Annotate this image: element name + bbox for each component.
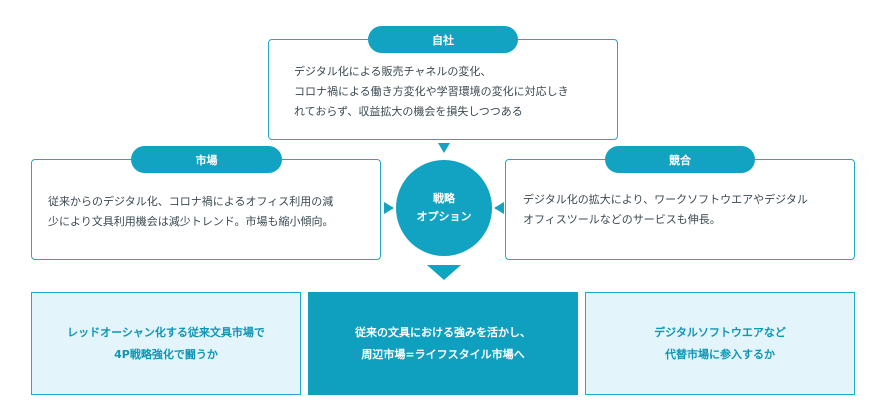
strategy-option-line1: 戦略	[433, 192, 455, 205]
arrow-right-from-market	[384, 202, 394, 214]
option-lifestyle-market: 従来の文具における強みを活かし、 周辺市場=ライフスタイル市場へ	[308, 292, 578, 395]
competitor-box: デジタル化の拡大により、ワークソフトウエアやデジタル オフィスツールなどのサービ…	[505, 159, 855, 260]
market-text: 従来からのデジタル化、コロナ禍によるオフィス利用の減 少により文具利用機会は減少…	[48, 195, 334, 228]
competitor-text: デジタル化の拡大により、ワークソフトウエアやデジタル オフィスツールなどのサービ…	[523, 193, 808, 226]
own-company-text: デジタル化による販売チャネルの変化、 コロナ禍による働き方変化や学習環境の変化に…	[294, 65, 569, 118]
strategy-option-circle: 戦略 オプション	[396, 160, 492, 256]
option-digital-substitute: デジタルソフトウエアなど 代替市場に参入するか	[585, 292, 855, 395]
arrow-down-to-options	[427, 265, 461, 280]
own-company-box: デジタル化による販売チャネルの変化、 コロナ禍による働き方変化や学習環境の変化に…	[268, 39, 618, 140]
arrow-down-from-top	[438, 143, 450, 153]
option-red-ocean: レッドオーシャン化する従来文具市場で 4P戦略強化で闘うか	[31, 292, 301, 395]
strategy-option-line2: オプション	[416, 210, 472, 223]
own-company-label: 自社	[368, 26, 518, 53]
arrow-left-from-competitor	[494, 202, 504, 214]
market-box: 従来からのデジタル化、コロナ禍によるオフィス利用の減 少により文具利用機会は減少…	[31, 159, 381, 260]
market-label: 市場	[131, 146, 282, 173]
competitor-label: 競合	[605, 146, 755, 173]
